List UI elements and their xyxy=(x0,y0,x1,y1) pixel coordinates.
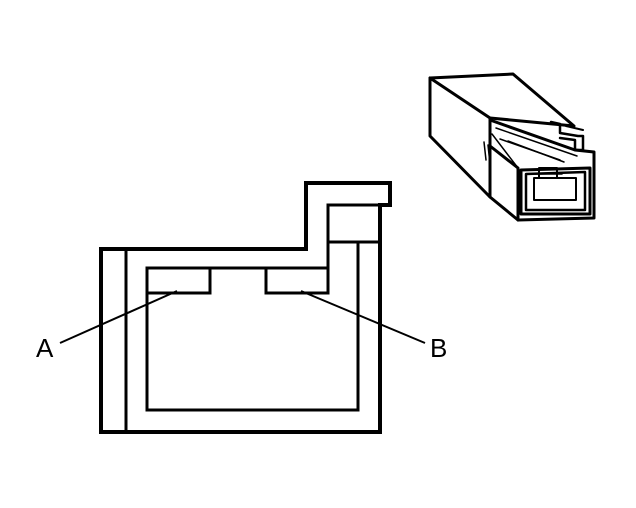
leader-line-b xyxy=(300,290,426,344)
terminal-a xyxy=(145,266,212,295)
leader-line-a xyxy=(59,290,178,344)
housing-outline xyxy=(99,181,392,434)
callout-label-b: B xyxy=(430,333,447,363)
connector-pin xyxy=(538,167,558,179)
cavity-rim xyxy=(147,203,380,270)
terminal-b xyxy=(264,266,330,295)
connector-opening xyxy=(519,166,592,216)
callout-label-a: A xyxy=(36,333,54,363)
connector-top-face xyxy=(428,72,576,128)
connector-face xyxy=(99,181,392,434)
connector-end-face xyxy=(428,76,492,199)
cavity-outline xyxy=(145,242,360,412)
connector-latch xyxy=(549,120,585,152)
connector-isometric xyxy=(428,72,596,222)
